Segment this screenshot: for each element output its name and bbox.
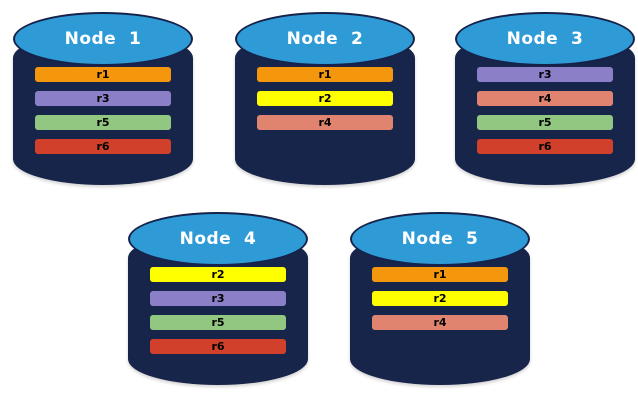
record-bar[interactable]: r3 — [35, 91, 171, 106]
record-bar[interactable]: r5 — [477, 115, 613, 130]
database-node-3[interactable]: Node 3 r3 r4 r5 r6 — [455, 12, 635, 185]
record-bar[interactable]: r3 — [477, 67, 613, 82]
record-bar[interactable]: r1 — [372, 267, 508, 282]
record-bar[interactable]: r4 — [477, 91, 613, 106]
record-bar[interactable]: r2 — [150, 267, 286, 282]
database-node-2[interactable]: Node 2 r1 r2 r4 — [235, 12, 415, 185]
cylinder-top-ellipse-icon — [350, 212, 530, 266]
cylinder-top-ellipse-icon — [455, 12, 635, 66]
record-bar[interactable]: r5 — [150, 315, 286, 330]
cylinder-top-ellipse-icon — [128, 212, 308, 266]
record-list: r1 r2 r4 — [372, 267, 508, 339]
node-label: Node 2 — [286, 29, 364, 49]
cylinder-top-ellipse-icon — [235, 12, 415, 66]
record-bar[interactable]: r6 — [35, 139, 171, 154]
record-list: r1 r3 r5 r6 — [35, 67, 171, 163]
record-bar[interactable]: r5 — [35, 115, 171, 130]
record-list: r1 r2 r4 — [257, 67, 393, 139]
database-node-4[interactable]: Node 4 r2 r3 r5 r6 — [128, 212, 308, 385]
record-bar[interactable]: r2 — [257, 91, 393, 106]
record-bar[interactable]: r3 — [150, 291, 286, 306]
database-node-1[interactable]: Node 1 r1 r3 r5 r6 — [13, 12, 193, 185]
record-bar[interactable]: r6 — [477, 139, 613, 154]
node-label: Node 1 — [64, 29, 142, 49]
node-label: Node 3 — [506, 29, 584, 49]
record-bar[interactable]: r4 — [257, 115, 393, 130]
record-bar[interactable]: r1 — [35, 67, 171, 82]
record-list: r2 r3 r5 r6 — [150, 267, 286, 363]
database-node-5[interactable]: Node 5 r1 r2 r4 — [350, 212, 530, 385]
record-bar[interactable]: r4 — [372, 315, 508, 330]
node-label: Node 5 — [401, 229, 479, 249]
cylinder-top-ellipse-icon — [13, 12, 193, 66]
record-bar[interactable]: r6 — [150, 339, 286, 354]
record-bar[interactable]: r2 — [372, 291, 508, 306]
record-list: r3 r4 r5 r6 — [477, 67, 613, 163]
node-label: Node 4 — [179, 229, 257, 249]
record-bar[interactable]: r1 — [257, 67, 393, 82]
